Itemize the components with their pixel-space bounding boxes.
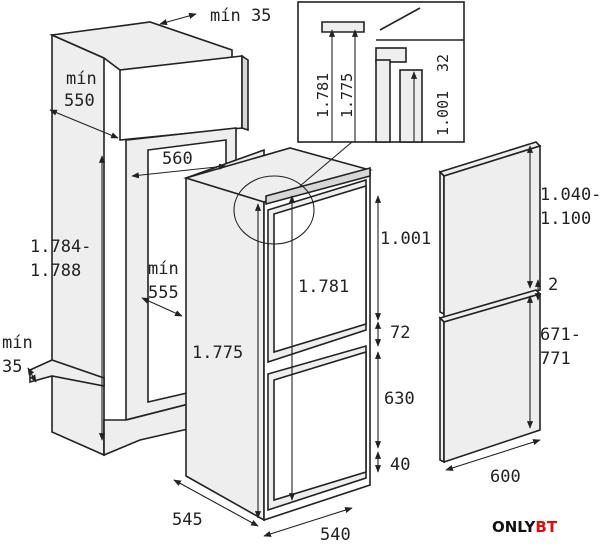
dimension-lines bbox=[27, 12, 542, 537]
label-min550: mín bbox=[66, 69, 97, 89]
label-min35-left-val: 35 bbox=[2, 357, 22, 377]
label-inset-1775: 1.775 bbox=[338, 73, 356, 118]
door-panels bbox=[438, 141, 542, 464]
brand-part1: ONLY bbox=[492, 518, 537, 536]
label-1775: 1.775 bbox=[192, 343, 243, 363]
label-min35-top: mín 35 bbox=[210, 6, 271, 26]
fridge-body bbox=[183, 147, 373, 522]
label-40: 40 bbox=[390, 455, 410, 475]
label-545: 545 bbox=[172, 510, 203, 530]
label-600: 600 bbox=[490, 467, 521, 487]
label-1784: 1.784- bbox=[30, 237, 91, 257]
label-min555: mín bbox=[148, 259, 179, 279]
label-min550-val: 550 bbox=[64, 91, 95, 111]
brand-part2: BT bbox=[535, 518, 557, 536]
label-1788: 1.788 bbox=[30, 261, 81, 281]
detail-circle bbox=[233, 175, 315, 245]
label-min555-val: 555 bbox=[148, 283, 179, 303]
label-671: 671- bbox=[540, 325, 581, 345]
label-door-1781: 1.781 bbox=[298, 277, 349, 297]
label-1100: 1.100 bbox=[540, 209, 591, 229]
label-inset-32: 32 bbox=[434, 54, 452, 72]
detail-inset bbox=[297, 1, 465, 143]
label-540: 540 bbox=[320, 525, 351, 545]
label-72: 72 bbox=[390, 323, 410, 343]
dimension-labels: mín 35 mín 550 560 1.784- 1.788 mín 555 … bbox=[2, 6, 601, 545]
svg-text:ONLYBT: ONLYBT bbox=[492, 518, 558, 536]
label-771: 771 bbox=[540, 349, 571, 369]
label-inset-1781: 1.781 bbox=[314, 73, 332, 118]
label-2: 2 bbox=[548, 275, 558, 295]
brand-logo: ONLYBT bbox=[492, 518, 558, 536]
label-1001: 1.001 bbox=[380, 229, 431, 249]
label-630: 630 bbox=[384, 389, 415, 409]
label-1040: 1.040- bbox=[540, 185, 601, 205]
label-min35-left: mín bbox=[2, 333, 33, 353]
label-560: 560 bbox=[162, 149, 193, 169]
label-inset-1001: 1.001 bbox=[434, 91, 452, 136]
